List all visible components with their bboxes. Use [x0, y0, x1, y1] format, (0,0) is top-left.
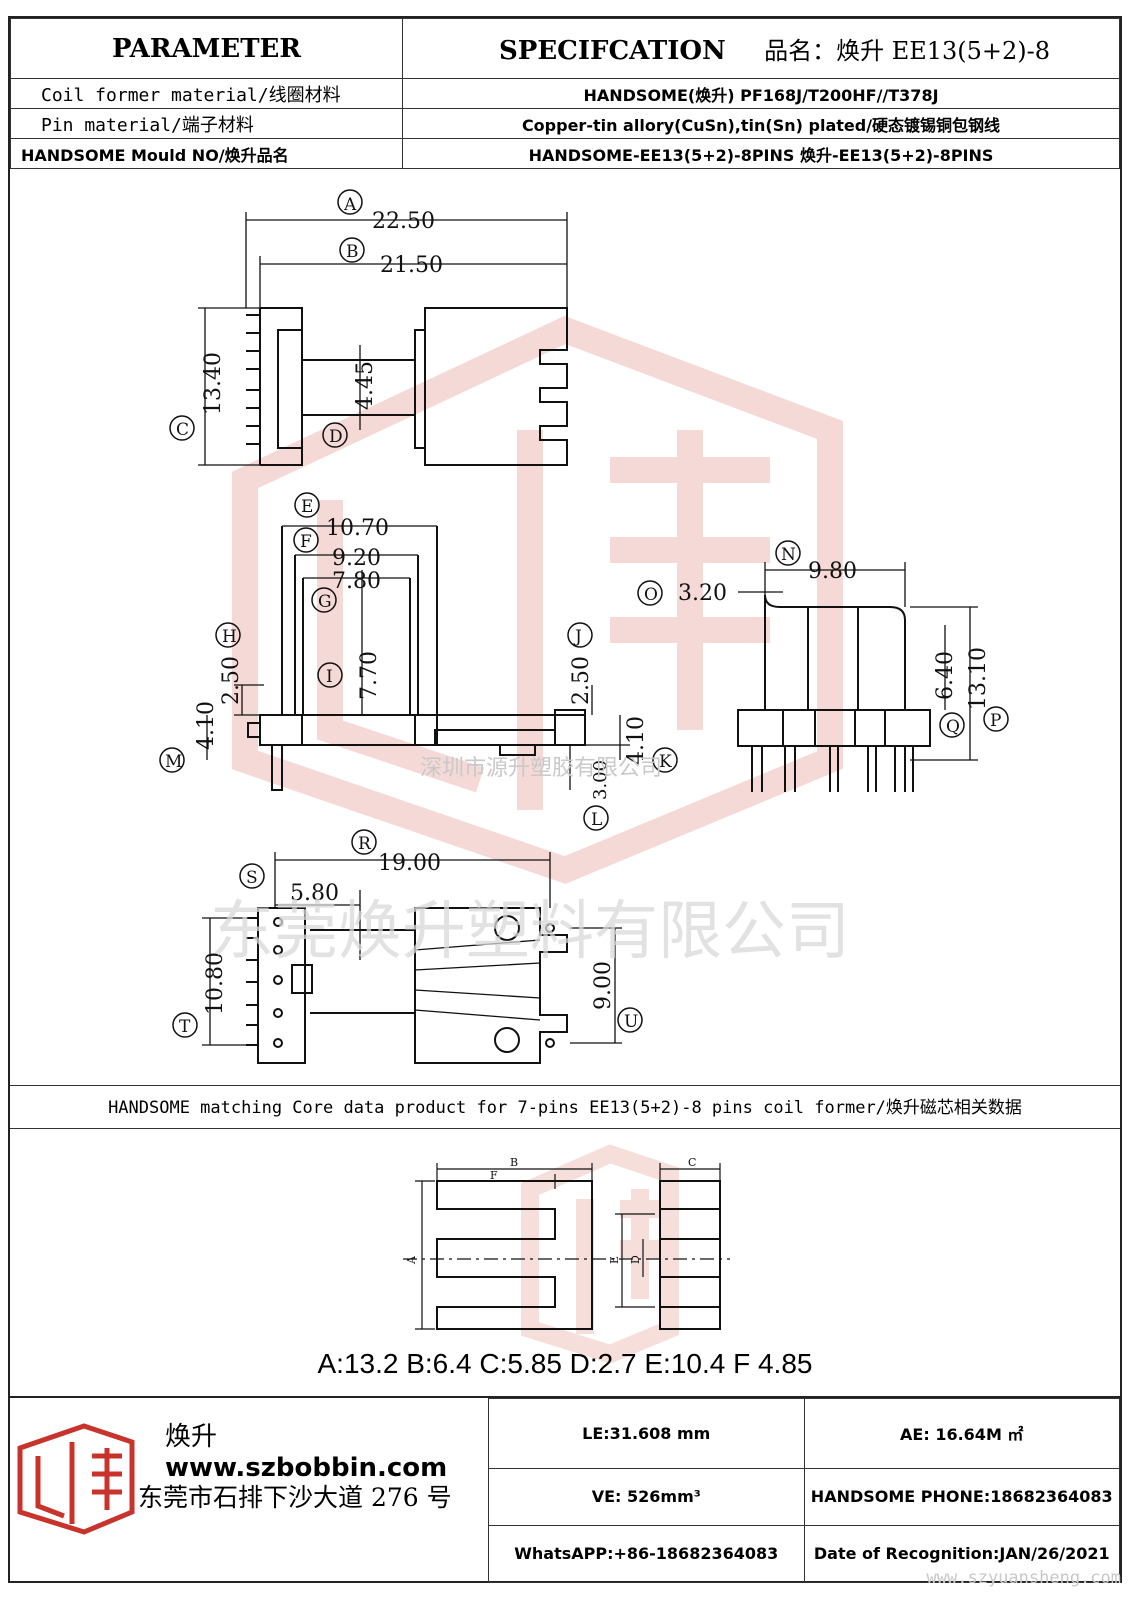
dim-b-value: 21.50: [380, 253, 443, 278]
core-label-d: D: [629, 1255, 642, 1264]
brand-name: 焕升: [165, 1422, 218, 1452]
date-value: Date of Recognition:JAN/26/2021: [803, 1524, 1120, 1584]
core-label-e: E: [608, 1256, 621, 1264]
footer: 焕升 www.szbobbin.com 东莞市石排下沙大道 276 号 LE:3…: [10, 1396, 1120, 1584]
tag-s: S: [246, 868, 258, 888]
dim-u-value: 9.00: [591, 961, 616, 1010]
tag-c: C: [176, 420, 189, 440]
le-value: LE:31.608 mm: [488, 1398, 805, 1469]
dim-e-value: 10.70: [326, 516, 389, 541]
ve-value: VE: 526mm³: [488, 1467, 805, 1526]
pin-material-value: Copper-tin allory(CuSn),tin(Sn) plated/硬…: [402, 108, 1120, 139]
side-view: [737, 562, 978, 792]
tag-d: D: [329, 427, 343, 447]
dim-d-value: 4.45: [353, 361, 378, 410]
coil-material-label: Coil former material/线圈材料: [10, 78, 403, 109]
core-drawing: A B F C D E: [403, 1144, 730, 1364]
ae-value: AE: 16.64M ㎡: [803, 1398, 1120, 1469]
pin-material-label: Pin material/端子材料: [10, 108, 403, 139]
dim-j-value: 2.50: [569, 656, 594, 705]
tag-j: J: [573, 627, 582, 647]
front-view: [206, 525, 630, 791]
tag-t: T: [179, 1017, 191, 1037]
tag-n: N: [781, 545, 796, 565]
tag-l: L: [591, 810, 602, 830]
brand-line: 焕升 www.szbobbin.com: [165, 1416, 488, 1483]
company-logo: [17, 1423, 135, 1535]
core-parameters-grid: LE:31.608 mm AE: 16.64M ㎡ VE: 526mm³ HAN…: [488, 1398, 1120, 1584]
watermark-url: www.szyuansheng.com: [926, 1568, 1121, 1588]
dim-c-value: 13.40: [201, 352, 226, 415]
watermark-company-large: 东莞焕升塑料有限公司: [210, 895, 850, 969]
dim-o-value: 3.20: [678, 581, 727, 606]
coil-former-drawing: A B C D E F G H I J M K L N O P Q R S T …: [159, 189, 1009, 1064]
phone-value: HANDSOME PHONE:18682364083: [803, 1467, 1120, 1526]
dim-a-value: 22.50: [372, 209, 435, 234]
company-info: 焕升 www.szbobbin.com 东莞市石排下沙大道 276 号: [10, 1398, 489, 1583]
dim-t-value: 10.80: [203, 952, 228, 1015]
dim-k-value: 4.10: [624, 716, 649, 765]
tag-e: E: [301, 497, 313, 517]
mould-no-value: HANDSOME-EE13(5+2)-8PINS 焕升-EE13(5+2)-8P…: [402, 138, 1120, 169]
bottom-view: [202, 852, 622, 1064]
tag-f: F: [300, 532, 312, 552]
coil-material-value: HANDSOME(焕升) PF168J/T200HF//T378J: [402, 78, 1120, 109]
tag-r: R: [358, 834, 372, 854]
core-values: A:13.2 B:6.4 C:5.85 D:2.7 E:10.4 F 4.85: [317, 1348, 813, 1379]
core-label-b: B: [510, 1156, 518, 1169]
tag-o: O: [644, 585, 658, 605]
dim-m-value: 4.10: [194, 701, 219, 750]
spec-title: SPECIFCATION: [499, 36, 726, 66]
tag-a: A: [343, 195, 357, 215]
dim-n-value: 9.80: [808, 559, 857, 584]
parameter-title: PARAMETER: [10, 18, 403, 79]
dim-r-value: 19.00: [378, 851, 441, 876]
mould-no-label: HANDSOME Mould NO/焕升品名: [10, 138, 403, 169]
whatsapp-value: WhatsAPP:+86-18682364083: [488, 1524, 805, 1584]
product-name: 品名：焕升 EE13(5+2)-8: [764, 37, 1051, 65]
tag-q: Q: [946, 717, 960, 737]
core-label-f: F: [490, 1169, 498, 1182]
core-label-a: A: [405, 1255, 418, 1265]
core-label-c: C: [688, 1156, 696, 1169]
dimension-callouts: A B C D E F G H I J M K L N O P Q R S T …: [159, 189, 1009, 1038]
top-view: [198, 212, 568, 466]
tag-i: I: [326, 667, 333, 687]
dim-h-value: 2.50: [219, 656, 244, 705]
spec-title-cell: SPECIFCATION 品名：焕升 EE13(5+2)-8: [402, 18, 1120, 79]
dim-p-value: 13.10: [966, 647, 991, 710]
tag-b: B: [346, 242, 359, 262]
dim-s-value: 5.80: [290, 881, 339, 906]
spec-sheet: PARAMETER SPECIFCATION 品名：焕升 EE13(5+2)-8…: [8, 16, 1122, 1584]
header-table: PARAMETER SPECIFCATION 品名：焕升 EE13(5+2)-8…: [10, 18, 1120, 169]
tag-h: H: [222, 627, 237, 647]
watermark-logo: [232, 315, 843, 884]
company-address: 东莞市石排下沙大道 276 号: [138, 1483, 452, 1512]
core-watermark-logo: [521, 1144, 679, 1364]
tag-u: U: [624, 1012, 638, 1032]
dim-f-value: 9.20: [332, 546, 381, 571]
core-data-bar: HANDSOME matching Core data product for …: [10, 1085, 1120, 1129]
dim-g-value: 7.80: [332, 569, 381, 594]
watermark-company-small: 深圳市源升塑胶有限公司: [420, 756, 663, 781]
website-link[interactable]: www.szbobbin.com: [165, 1453, 448, 1483]
tag-g: G: [318, 592, 332, 612]
tag-m: M: [165, 752, 182, 772]
dim-q-value: 6.40: [933, 651, 958, 700]
tag-p: P: [990, 711, 1001, 731]
dim-i-value: 7.70: [357, 651, 382, 700]
dim-l-value: 3.00: [590, 760, 611, 800]
tag-k: K: [659, 752, 672, 772]
